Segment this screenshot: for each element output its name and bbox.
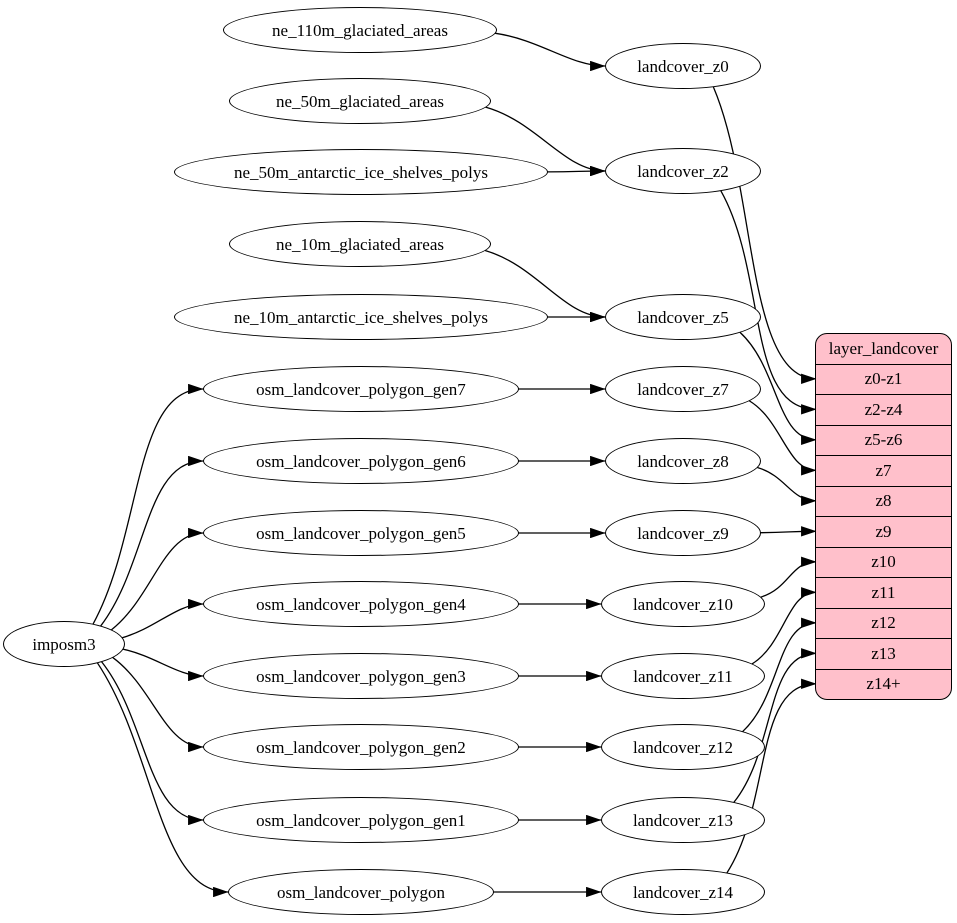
node-landcover-z5: landcover_z5 bbox=[605, 294, 761, 340]
node-landcover-z7: landcover_z7 bbox=[605, 366, 761, 412]
edge-landcover_z7-to-z7 bbox=[748, 400, 817, 476]
table-row-z5-z6: z5-z6 bbox=[816, 424, 951, 456]
node-landcover-z12: landcover_z12 bbox=[601, 724, 765, 770]
node-osm-landcover-polygon-gen3: osm_landcover_polygon_gen3 bbox=[203, 653, 519, 699]
node-osm-landcover-polygon-gen1: osm_landcover_polygon_gen1 bbox=[203, 797, 519, 843]
edge-landcover_z0-to-z0-z1 bbox=[712, 86, 817, 384]
node-landcover-z14: landcover_z14 bbox=[601, 869, 765, 915]
edge-imposm3-to-osm_landcover_polygon_gen2 bbox=[112, 657, 204, 753]
edge-landcover_z14-to-z14+ bbox=[726, 678, 817, 874]
node-ne-50m-antarctic-ice-shelves-polys: ne_50m_antarctic_ice_shelves_polys bbox=[174, 149, 548, 195]
table-row-z14plus: z14+ bbox=[816, 668, 951, 700]
edge-landcover_z11-to-z11 bbox=[751, 587, 817, 665]
node-landcover-z10: landcover_z10 bbox=[601, 581, 765, 627]
node-ne-50m-glaciated-areas: ne_50m_glaciated_areas bbox=[229, 78, 491, 124]
edge-ne_50m_antarctic_ice_shelves_polys-to-landcover_z2 bbox=[547, 165, 606, 177]
edge-landcover_z5-to-z5-z6 bbox=[739, 331, 817, 445]
table-title: layer_landcover bbox=[828, 338, 939, 358]
edge-landcover_z9-to-z9 bbox=[760, 526, 817, 537]
table-row-z8: z8 bbox=[816, 485, 951, 517]
node-ne-10m-glaciated-areas: ne_10m_glaciated_areas bbox=[229, 221, 491, 267]
node-osm-landcover-polygon-gen5: osm_landcover_polygon_gen5 bbox=[203, 510, 519, 556]
node-ne-110m-glaciated-areas: ne_110m_glaciated_areas bbox=[223, 7, 497, 53]
node-osm-landcover-polygon-gen4: osm_landcover_polygon_gen4 bbox=[203, 581, 519, 627]
node-imposm3: imposm3 bbox=[3, 621, 125, 667]
edge-landcover_z10-to-z10 bbox=[760, 556, 817, 598]
edge-landcover_z12-to-z12 bbox=[742, 617, 817, 732]
table-row-z2-z4: z2-z4 bbox=[816, 394, 951, 425]
node-ne-10m-antarctic-ice-shelves-polys: ne_10m_antarctic_ice_shelves_polys bbox=[174, 294, 548, 340]
table-row-z0-z1: z0-z1 bbox=[816, 363, 951, 395]
layer-landcover-table: layer_landcover z0-z1 z2-z4 z5-z6 z7 z8 … bbox=[815, 333, 952, 700]
node-osm-landcover-polygon-gen6: osm_landcover_polygon_gen6 bbox=[203, 438, 519, 484]
node-landcover-z13: landcover_z13 bbox=[601, 797, 765, 843]
edge-landcover_z13-to-z13 bbox=[733, 648, 817, 803]
edge-landcover_z8-to-z8 bbox=[757, 466, 817, 506]
edge-landcover_z2-to-z2-z4 bbox=[720, 190, 817, 415]
node-landcover-z11: landcover_z11 bbox=[601, 653, 765, 699]
edge-ne_110m_glaciated_areas-to-landcover_z0 bbox=[494, 32, 606, 72]
edge-imposm3-to-osm_landcover_polygon_gen5 bbox=[111, 527, 204, 631]
node-osm-landcover-polygon: osm_landcover_polygon bbox=[228, 869, 494, 915]
table-row-z7: z7 bbox=[816, 455, 951, 486]
node-osm-landcover-polygon-gen2: osm_landcover_polygon_gen2 bbox=[203, 724, 519, 770]
node-landcover-z8: landcover_z8 bbox=[605, 438, 761, 484]
edge-imposm3-to-osm_landcover_polygon_gen7 bbox=[92, 383, 204, 625]
node-landcover-z2: landcover_z2 bbox=[605, 148, 761, 194]
table-row-z12: z12 bbox=[816, 607, 951, 639]
edge-imposm3-to-osm_landcover_polygon_gen4 bbox=[121, 598, 204, 639]
node-landcover-z9: landcover_z9 bbox=[605, 510, 761, 556]
table-row-z9: z9 bbox=[816, 516, 951, 547]
table-row-z11: z11 bbox=[816, 577, 951, 608]
table-row-z10: z10 bbox=[816, 546, 951, 578]
table-row-z13: z13 bbox=[816, 638, 951, 669]
edge-imposm3-to-osm_landcover_polygon_gen3 bbox=[122, 648, 204, 682]
edge-imposm3-to-osm_landcover_polygon_gen6 bbox=[100, 455, 204, 627]
edge-imposm3-to-osm_landcover_polygon bbox=[96, 662, 229, 898]
node-osm-landcover-polygon-gen7: osm_landcover_polygon_gen7 bbox=[203, 366, 519, 412]
node-landcover-z0: landcover_z0 bbox=[605, 43, 761, 89]
edge-imposm3-to-osm_landcover_polygon_gen1 bbox=[101, 661, 204, 826]
